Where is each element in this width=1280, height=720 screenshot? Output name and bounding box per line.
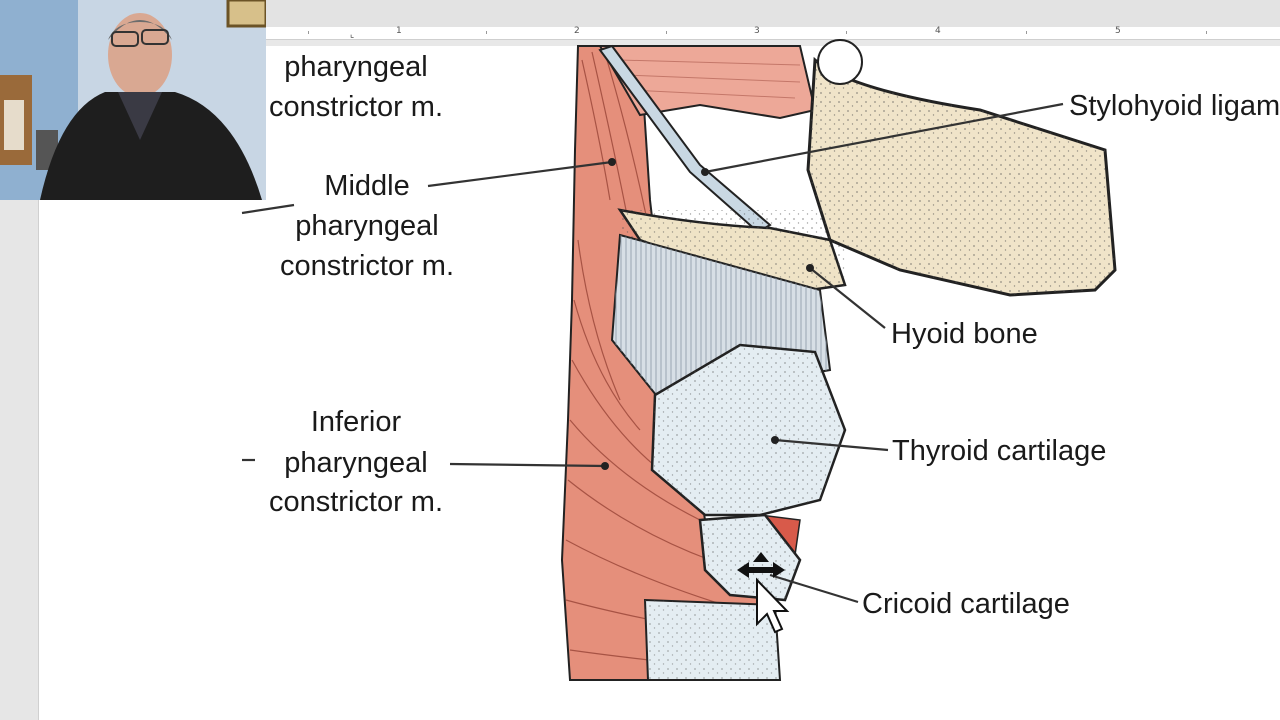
- middle-label-line3: constrictor m.: [280, 250, 454, 282]
- middle-label-line1: Middle: [324, 170, 409, 202]
- ruler-number: 3: [754, 26, 760, 36]
- cricoid-texture: [700, 515, 800, 600]
- thyroid-label: Thyroid cartilage: [892, 435, 1106, 467]
- hyoid-label: Hyoid bone: [891, 318, 1038, 350]
- webcam-video: [0, 0, 266, 200]
- horizontal-ruler[interactable]: ⌞ 1 2 3 4 5: [266, 26, 1280, 40]
- thyroid-texture: [652, 345, 845, 515]
- ruler-tick: [1206, 31, 1207, 34]
- inferior-label-line2: pharyngeal: [284, 447, 428, 479]
- cricoid-label: Cricoid cartilage: [862, 588, 1070, 620]
- upper-muscle-fibers: [619, 59, 801, 99]
- superior-label-line3: constrictor m.: [269, 91, 443, 123]
- ruler-number: 5: [1115, 26, 1121, 36]
- ruler-number: 2: [574, 26, 580, 36]
- move-cursor-icon: [737, 552, 790, 634]
- inferior-label-line1: Inferior: [311, 406, 402, 438]
- ruler-tick: [666, 31, 667, 34]
- trachea-texture: [645, 600, 780, 680]
- superior-label-line2: pharyngeal: [284, 51, 428, 83]
- bone-foramen: [817, 39, 863, 85]
- ruler-tick: [1026, 31, 1027, 34]
- ruler-tick: [308, 31, 309, 34]
- ruler-number: 1: [396, 26, 402, 36]
- stylohyoid-label: Stylohyoid ligam: [1069, 90, 1280, 122]
- left-tab-stop-icon[interactable]: ⌞: [350, 29, 355, 39]
- presenter-body: [40, 92, 262, 200]
- ruler-tick: [846, 31, 847, 34]
- leader-lines: [241, 102, 1064, 604]
- ruler-tick: [486, 31, 487, 34]
- ruler-number: 4: [935, 26, 941, 36]
- middle-label-line2: pharyngeal: [295, 210, 439, 242]
- left-margin-bar: [0, 200, 39, 720]
- wall-picture: [226, 0, 266, 28]
- bone-right-texture: [808, 60, 1115, 295]
- ruler-gap: [266, 40, 1280, 46]
- presenter-face: [108, 13, 172, 97]
- leader-dots: [601, 158, 814, 470]
- inferior-label-line3: constrictor m.: [269, 486, 443, 518]
